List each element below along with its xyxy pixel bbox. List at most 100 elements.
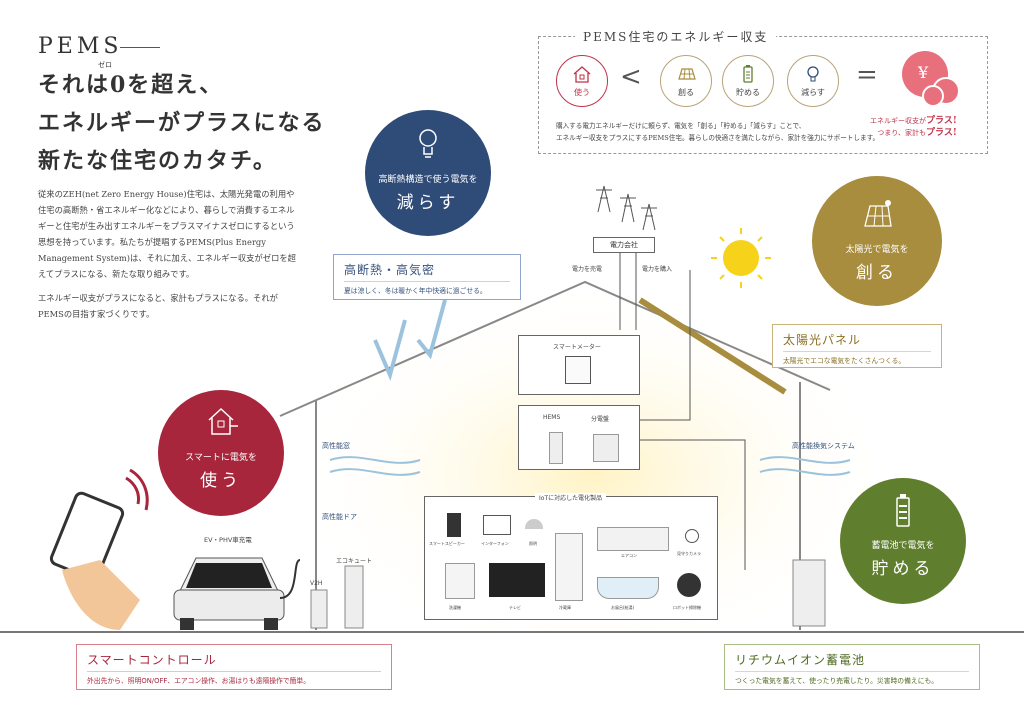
battery-callout: リチウムイオン蓄電池 つくった電気を蓄えて、使ったり売電したり。災害時の備えにも… xyxy=(724,644,980,690)
balance-description: 購入する電力エネルギーだけに頼らず、電気を「創る」「貯める」「減らす」ことで、 … xyxy=(556,120,879,144)
intro-paragraph-1: 従来のZEH(net Zero Energy House)住宅は、太陽光発電の利… xyxy=(38,189,296,279)
power-company-label: 電力会社 xyxy=(610,241,638,249)
insulation-title: 高断熱・高気密 xyxy=(344,263,436,277)
smart-control-desc: 外出先から、照明ON/OFF、エアコン操作、お湯はりも遠隔操作で簡単。 xyxy=(87,677,311,685)
tv-icon xyxy=(489,563,545,597)
car-illustration xyxy=(173,557,301,630)
washer-icon xyxy=(445,563,475,599)
balance-create-circle: 創る xyxy=(660,55,712,107)
yen-icon: ¥ xyxy=(918,63,929,82)
plus-note-2: つまり、家計も xyxy=(877,129,926,137)
balance-store-label: 貯める xyxy=(736,88,760,97)
ecocute-label: エコキュート xyxy=(336,558,373,565)
page-title: PEMS xyxy=(38,34,123,59)
battery-icon xyxy=(743,65,753,83)
smart-meter-label: スマートメーター xyxy=(553,344,601,351)
balance-description-line-2: エネルギー収支をプラスにするPEMS住宅。暮らしの快適さを満たしながら、家計を強… xyxy=(556,134,880,142)
reduce-circle-main: 減らす xyxy=(396,193,460,213)
balance-reduce-label: 減らす xyxy=(801,88,825,97)
solar-panel-icon xyxy=(678,68,696,80)
house-icon xyxy=(573,66,591,83)
ventilation-label: 高性能換気システム xyxy=(792,442,855,450)
smart-house-icon xyxy=(208,407,238,435)
create-circle-main: 創る xyxy=(856,263,898,283)
plus-note-1: エネルギー収支が xyxy=(870,117,926,125)
store-circle: 蓄電池で電気を 貯める xyxy=(840,478,966,604)
iot-label: IoTに対応した電化製品 xyxy=(535,493,607,502)
plus-note-2-emph: プラス! xyxy=(926,128,957,138)
hems-device-icon xyxy=(549,432,563,464)
appliance-aircon: エアコン xyxy=(621,553,637,558)
battery-desc: つくった電気を蓄えて、使ったり売電したり。災害時の備えにも。 xyxy=(735,677,939,685)
solar-callout: 太陽光パネル 太陽光でエコな電気をたくさんつくる。 xyxy=(772,324,942,368)
store-circle-sub: 蓄電池で電気を xyxy=(871,541,935,551)
less-than-sign: < xyxy=(620,62,642,92)
smart-control-title: スマートコントロール xyxy=(87,653,217,667)
appliance-robot-vacuum: ロボット掃除機 xyxy=(673,605,701,610)
headline-line-2: エネルギーがプラスになる xyxy=(38,110,326,136)
robot-vacuum-icon xyxy=(677,573,701,597)
zero-ruby: ゼロ xyxy=(98,61,112,69)
title-rule xyxy=(120,47,160,48)
headline: それは0を超え、 エネルギーがプラスになる 新たな住宅のカタチ。 xyxy=(38,66,326,180)
yen-coins: ¥ xyxy=(902,51,960,107)
fridge-icon xyxy=(555,533,583,601)
create-circle-sub: 太陽光で電気を xyxy=(845,245,909,255)
appliance-bath: お風呂(給湯) xyxy=(611,605,635,610)
solar-panel-icon xyxy=(864,200,892,227)
balance-create-label: 創る xyxy=(678,88,694,97)
balance-use-label: 使う xyxy=(574,88,590,97)
balance-reduce-circle: 減らす xyxy=(787,55,839,107)
hems-box: HEMS 分電盤 xyxy=(518,405,640,470)
bath-icon xyxy=(597,577,659,599)
plus-note: エネルギー収支がプラス! つまり、家計もプラス! xyxy=(870,115,957,139)
door-label: 高性能ドア xyxy=(322,513,357,521)
distribution-panel-label: 分電盤 xyxy=(591,416,610,423)
appliance-camera: 見守りカメラ xyxy=(677,551,701,556)
balance-description-line-1: 購入する電力エネルギーだけに頼らず、電気を「創る」「貯める」「減らす」ことで、 xyxy=(556,122,806,130)
balance-store-circle: 貯める xyxy=(722,55,774,107)
appliance-washer: 洗濯機 xyxy=(449,605,461,610)
intercom-icon xyxy=(483,515,511,535)
battery-title: リチウムイオン蓄電池 xyxy=(735,653,866,667)
lightbulb-icon xyxy=(419,129,437,158)
lightbulb-icon xyxy=(807,66,819,82)
buy-power-label: 電力を購入 xyxy=(642,266,673,273)
headline-line-3: 新たな住宅のカタチ。 xyxy=(38,148,277,174)
energy-balance-title: PEMS住宅のエネルギー収支 xyxy=(575,28,777,45)
intro-paragraph-2: エネルギー収支がプラスになると、家計もプラスになる。それがPEMSの目指す家づく… xyxy=(38,293,278,319)
insulation-desc: 夏は涼しく、冬は暖かく年中快適に過ごせる。 xyxy=(344,287,487,295)
smart-control-callout: スマートコントロール 外出先から、照明ON/OFF、エアコン操作、お湯はりも遠隔… xyxy=(76,644,392,690)
distribution-panel-icon xyxy=(593,434,619,462)
solar-title: 太陽光パネル xyxy=(783,333,862,347)
appliance-tv: テレビ xyxy=(509,605,521,610)
battery-icon xyxy=(896,494,910,527)
ev-label: EV・PHV車充電 xyxy=(204,536,252,544)
smart-meter-box: スマートメーター xyxy=(518,335,640,395)
power-company-box: 電力会社 xyxy=(593,237,655,253)
use-circle: スマートに電気を 使う xyxy=(158,390,284,516)
v2h-label: V2H xyxy=(310,580,323,587)
reduce-circle: 高断熱構造で使う電気を 減らす xyxy=(365,110,491,236)
air-conditioner-icon xyxy=(597,527,669,551)
store-circle-main: 貯める xyxy=(871,559,935,579)
window-label: 高性能窓 xyxy=(322,442,350,450)
balance-use-circle: 使う xyxy=(556,55,608,107)
appliance-intercom: インターフォン xyxy=(481,541,509,546)
insulation-callout: 高断熱・高気密 夏は涼しく、冬は暖かく年中快適に過ごせる。 xyxy=(333,254,521,300)
hems-label: HEMS xyxy=(543,414,561,421)
smart-meter-icon xyxy=(565,356,591,384)
use-circle-main: 使う xyxy=(200,471,242,491)
plus-note-1-emph: プラス! xyxy=(926,116,957,126)
use-circle-sub: スマートに電気を xyxy=(185,453,257,463)
appliance-fridge: 冷蔵庫 xyxy=(559,605,571,610)
camera-icon xyxy=(685,529,699,543)
equals-sign: = xyxy=(856,60,878,90)
create-circle: 太陽光で電気を 創る xyxy=(812,176,942,306)
smart-speaker-icon xyxy=(447,513,461,537)
reduce-circle-sub: 高断熱構造で使う電気を xyxy=(378,175,478,185)
intro-text: 従来のZEH(net Zero Energy House)住宅は、太陽光発電の利… xyxy=(38,186,298,330)
headline-line-1: それは0を超え、 xyxy=(38,72,224,98)
appliance-light: 照明 xyxy=(529,541,537,546)
iot-appliances-box: IoTに対応した電化製品 スマートスピーカー インターフォン 照明 エアコン 見… xyxy=(424,493,718,620)
